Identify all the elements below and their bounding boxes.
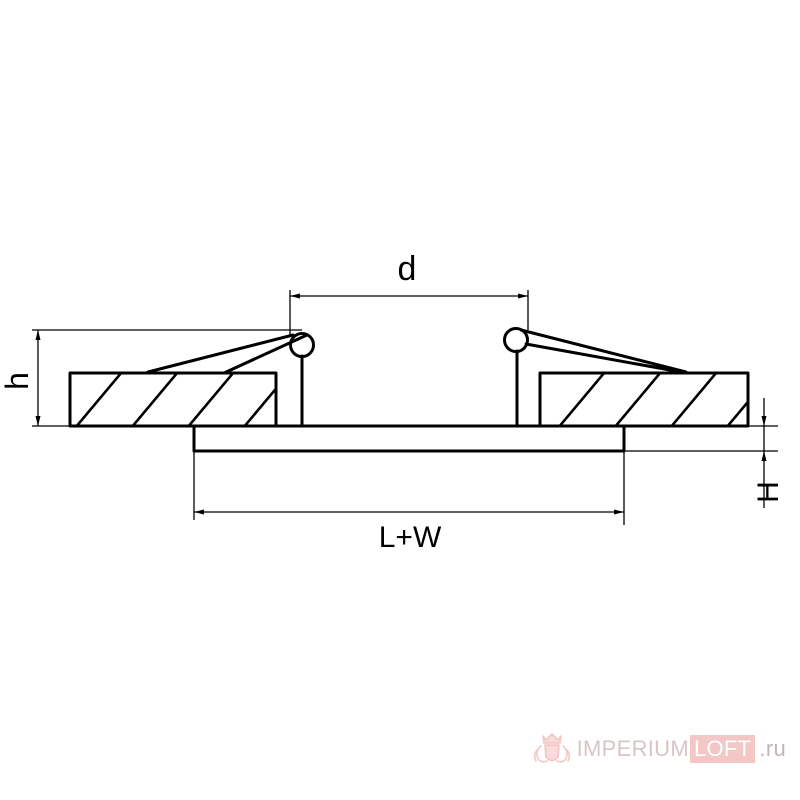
label-d: d <box>398 250 417 288</box>
dimension-lw <box>193 451 625 525</box>
hatch-left <box>75 373 276 426</box>
fixture-flange <box>192 424 626 453</box>
watermark: IMPERIUM LOFT .ru <box>531 730 786 768</box>
spring-clip-right <box>503 327 688 428</box>
crown-shield-icon <box>533 733 570 763</box>
ceiling-right <box>538 371 750 428</box>
dimension-H <box>624 398 778 508</box>
watermark-tld: .ru <box>759 736 786 761</box>
label-h: h <box>0 372 35 390</box>
label-lw: L+W <box>379 521 442 554</box>
dimension-h <box>32 329 302 427</box>
watermark-brand: IMPERIUM <box>576 736 689 761</box>
hatch-right <box>558 373 748 426</box>
ceiling-left <box>68 371 278 428</box>
label-H: H <box>752 481 785 503</box>
spring-clip-left <box>146 332 315 428</box>
watermark-boxed: LOFT <box>689 735 756 763</box>
dimension-d <box>289 290 529 335</box>
